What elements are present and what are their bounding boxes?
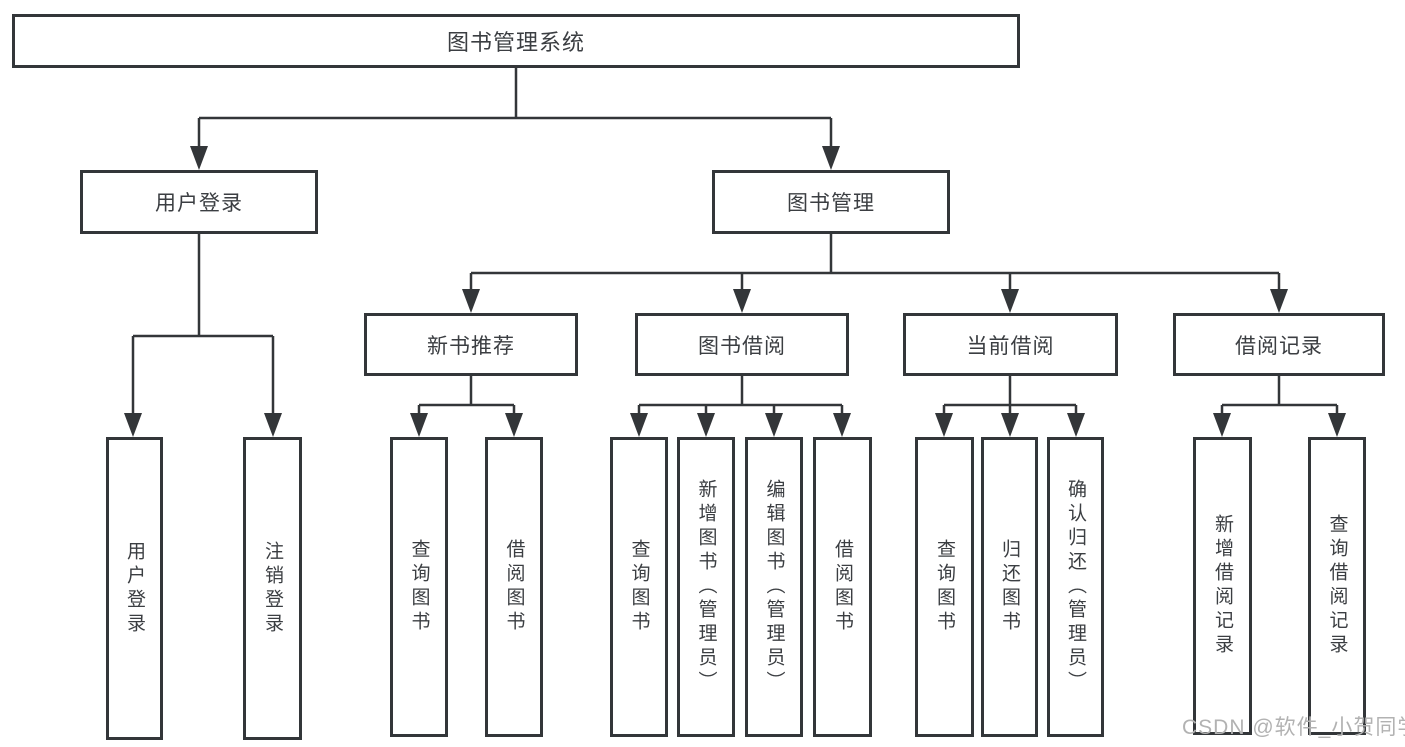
leaf-add-books-admin: 新增图书（管理员） bbox=[677, 437, 735, 737]
leaf-borrow-books-bb-label: 借阅图书 bbox=[832, 539, 853, 635]
node-user-login: 用户登录 bbox=[80, 170, 318, 234]
connector-borrow-records-children bbox=[1220, 376, 1339, 418]
leaf-borrow-books-bb: 借阅图书 bbox=[813, 437, 872, 737]
arrowhead-leaf-br-add bbox=[1213, 413, 1231, 437]
csdn-watermark: CSDN @软件_小贺同学 bbox=[1182, 716, 1405, 739]
arrowhead-user-login bbox=[190, 146, 208, 170]
arrowhead-borrow-records bbox=[1270, 289, 1288, 313]
leaf-return-books: 归还图书 bbox=[981, 437, 1038, 737]
arrowhead-leaf-logout bbox=[264, 413, 282, 437]
arrowhead-leaf-cb-confirm bbox=[1067, 413, 1085, 437]
leaf-confirm-return-admin: 确认归还（管理员） bbox=[1047, 437, 1104, 737]
leaf-query-books-nbr-label: 查询图书 bbox=[408, 539, 430, 635]
node-new-book-recommendation: 新书推荐 bbox=[364, 313, 578, 376]
leaf-query-borrow-record-label: 查询借阅记录 bbox=[1326, 514, 1348, 658]
connector-new-book-rec-children bbox=[417, 376, 516, 418]
leaf-borrow-books-nbr: 借阅图书 bbox=[485, 437, 543, 737]
arrowhead-book-borrow bbox=[733, 289, 751, 313]
leaf-borrow-books-nbr-label: 借阅图书 bbox=[503, 539, 525, 635]
leaf-add-borrow-record: 新增借阅记录 bbox=[1193, 437, 1252, 735]
leaf-edit-books-admin-label: 编辑图书（管理员） bbox=[763, 479, 785, 695]
arrowhead-leaf-nbr-borrow bbox=[505, 413, 523, 437]
connector-book-borrow-children bbox=[637, 376, 844, 418]
leaf-query-borrow-record: 查询借阅记录 bbox=[1308, 437, 1366, 735]
leaf-return-books-label: 归还图书 bbox=[999, 539, 1020, 635]
arrowhead-leaf-bb-add bbox=[697, 413, 715, 437]
leaf-query-books-cb: 查询图书 bbox=[915, 437, 974, 737]
leaf-logout: 注销登录 bbox=[243, 437, 302, 740]
arrowhead-leaf-user-login bbox=[124, 413, 142, 437]
arrowhead-current-borrow bbox=[1001, 289, 1019, 313]
leaf-query-books-bb-label: 查询图书 bbox=[628, 539, 650, 635]
arrowhead-leaf-bb-edit bbox=[765, 413, 783, 437]
arrowhead-book-mgmt bbox=[822, 146, 840, 170]
leaf-query-books-cb-label: 查询图书 bbox=[934, 539, 955, 635]
arrowhead-leaf-br-query bbox=[1328, 413, 1346, 437]
leaf-user-login-label: 用户登录 bbox=[124, 540, 145, 637]
node-book-management: 图书管理 bbox=[712, 170, 950, 234]
leaf-add-books-admin-label: 新增图书（管理员） bbox=[695, 479, 717, 695]
node-book-borrowing: 图书借阅 bbox=[635, 313, 849, 376]
leaf-edit-books-admin: 编辑图书（管理员） bbox=[745, 437, 803, 737]
connector-root-to-level1 bbox=[197, 68, 833, 150]
leaf-user-login: 用户登录 bbox=[106, 437, 163, 740]
leaf-logout-label: 注销登录 bbox=[262, 540, 283, 637]
arrowhead-leaf-nbr-query bbox=[410, 413, 428, 437]
connector-user-login-children bbox=[131, 234, 275, 418]
leaf-confirm-return-admin-label: 确认归还（管理员） bbox=[1065, 479, 1086, 695]
arrowhead-leaf-cb-query bbox=[935, 413, 953, 437]
connector-book-mgmt-children bbox=[469, 234, 1281, 292]
arrowhead-new-book-rec bbox=[462, 289, 480, 313]
node-current-borrowing: 当前借阅 bbox=[903, 313, 1118, 376]
node-borrowing-records: 借阅记录 bbox=[1173, 313, 1385, 376]
arrowhead-leaf-cb-return bbox=[1001, 413, 1019, 437]
arrowhead-leaf-bb-query bbox=[630, 413, 648, 437]
leaf-add-borrow-record-label: 新增借阅记录 bbox=[1212, 514, 1233, 658]
connector-current-borrow-children bbox=[942, 376, 1078, 418]
arrowhead-leaf-bb-borrow bbox=[833, 413, 851, 437]
leaf-query-books-bb: 查询图书 bbox=[610, 437, 668, 737]
node-library-management-system: 图书管理系统 bbox=[12, 14, 1020, 68]
leaf-query-books-nbr: 查询图书 bbox=[390, 437, 448, 737]
